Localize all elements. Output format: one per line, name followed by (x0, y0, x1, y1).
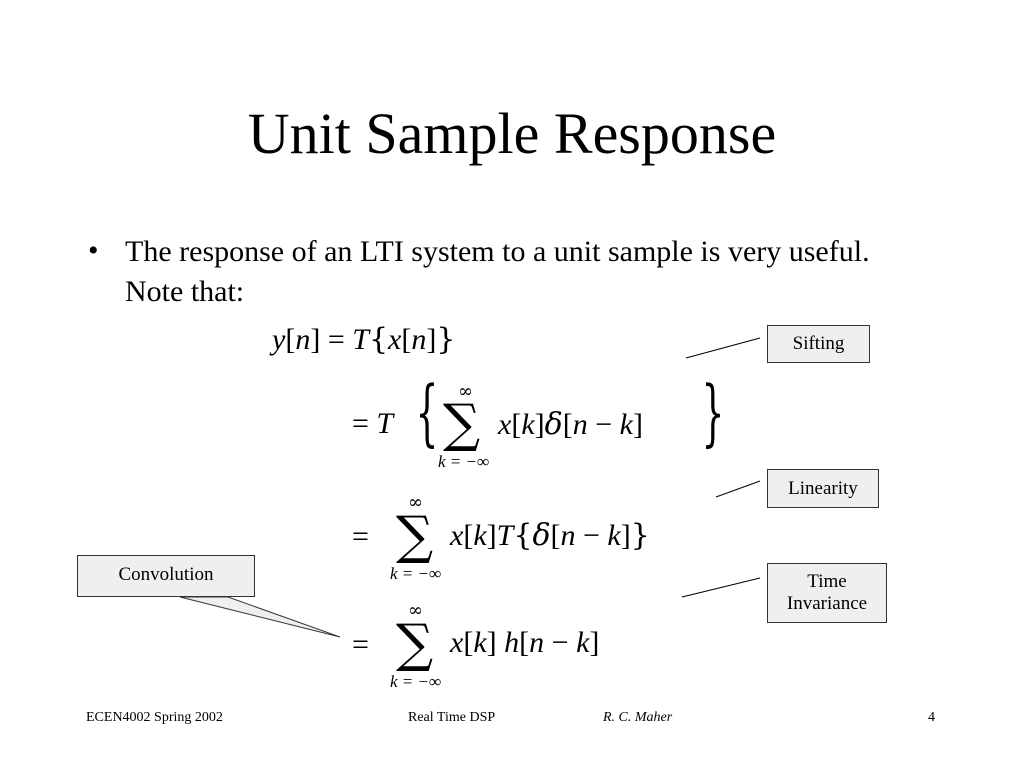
callout-time-invariance: Time Invariance (767, 563, 887, 623)
footer-subject: Real Time DSP (408, 710, 496, 725)
footer-page-number: 4 (928, 710, 935, 725)
slide-title: Unit Sample Response (247, 101, 777, 166)
equation-line-1: y[n] = T{x[n]} (272, 322, 456, 357)
summation-icon: ∑ (396, 506, 434, 566)
callout-invariance-line: Invariance (786, 593, 868, 614)
bullet-text: The response of an LTI system to a unit … (125, 235, 870, 308)
footer-author: R. C. Maher (603, 710, 673, 725)
footer-course: ECEN4002 Spring 2002 (86, 710, 223, 725)
bullet-marker: • (88, 234, 99, 267)
left-brace-icon: { (415, 370, 439, 454)
callout-sifting: Sifting (767, 325, 870, 363)
summation-icon: ∑ (396, 614, 434, 674)
callout-linearity: Linearity (767, 469, 879, 508)
callout-time-line: Time (807, 571, 847, 592)
summation-icon: ∑ (443, 394, 481, 454)
callout-convolution: Convolution (77, 555, 255, 597)
right-brace-icon: } (701, 370, 725, 454)
